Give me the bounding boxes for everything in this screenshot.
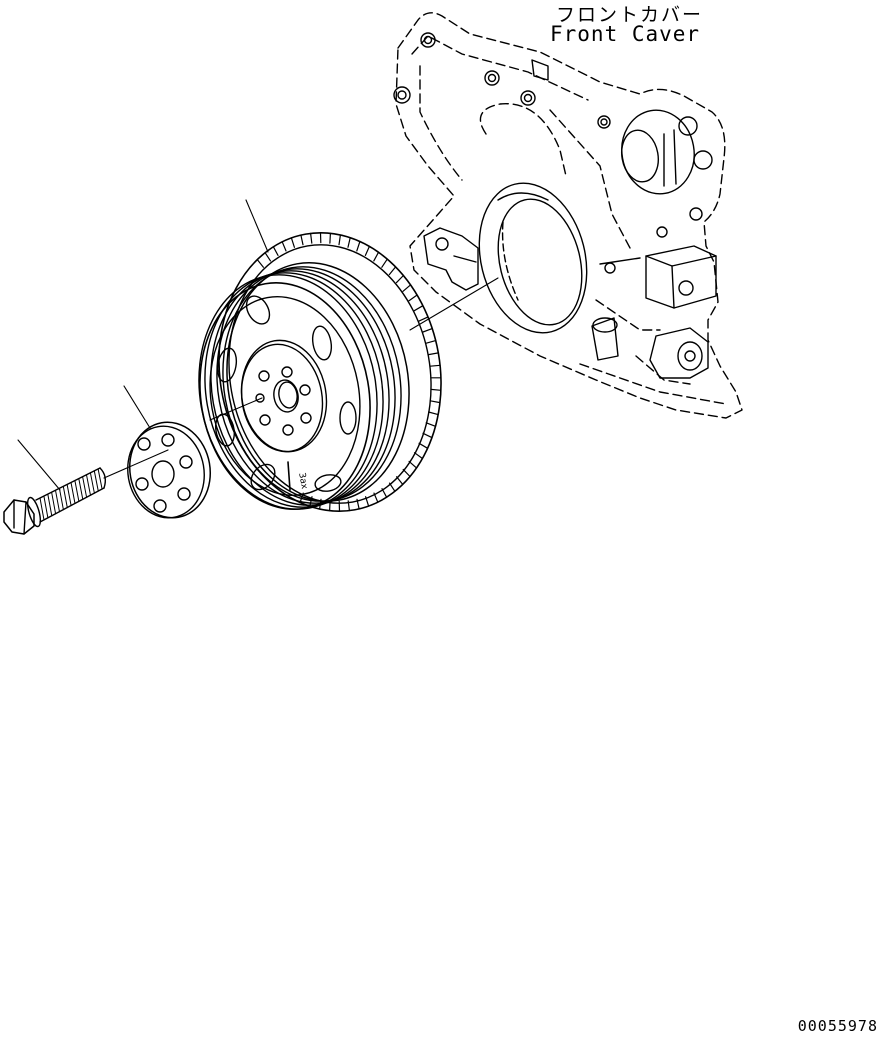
tooth bbox=[291, 238, 294, 247]
tooth bbox=[389, 267, 395, 275]
thread bbox=[71, 483, 75, 504]
thread bbox=[48, 494, 52, 516]
tooth bbox=[423, 433, 432, 437]
tooth bbox=[415, 453, 423, 459]
tooth bbox=[429, 412, 439, 415]
tooth bbox=[374, 252, 379, 261]
thread bbox=[83, 477, 87, 498]
tooth bbox=[429, 353, 439, 355]
thread bbox=[75, 481, 79, 502]
tooth bbox=[430, 365, 440, 366]
thread bbox=[94, 471, 98, 491]
bolt bbox=[4, 468, 105, 534]
crank-pulley: 3ax bbox=[181, 215, 463, 529]
tooth bbox=[273, 247, 278, 256]
tooth bbox=[409, 461, 416, 468]
thread bbox=[56, 490, 60, 512]
tooth bbox=[430, 401, 440, 403]
tooth bbox=[431, 389, 441, 390]
tooth bbox=[423, 329, 432, 332]
tooth bbox=[419, 443, 428, 448]
tooth bbox=[397, 276, 404, 283]
tooth bbox=[397, 477, 403, 485]
tooth bbox=[403, 469, 410, 476]
thread bbox=[90, 473, 94, 493]
thread bbox=[98, 469, 102, 489]
tooth bbox=[357, 242, 360, 251]
thread bbox=[52, 492, 56, 514]
thread bbox=[87, 475, 91, 496]
thread bbox=[44, 496, 48, 518]
thread bbox=[59, 488, 63, 509]
tooth bbox=[426, 341, 436, 344]
tooth bbox=[257, 260, 263, 268]
tooth bbox=[409, 295, 417, 301]
tooth bbox=[382, 489, 387, 498]
thread bbox=[67, 484, 71, 505]
thread bbox=[63, 486, 67, 507]
tooth bbox=[339, 235, 340, 245]
tooth bbox=[365, 246, 369, 255]
tooth bbox=[403, 285, 411, 291]
washer-plate bbox=[121, 416, 218, 524]
tooth bbox=[301, 235, 303, 245]
tooth bbox=[382, 259, 388, 267]
tooth bbox=[348, 238, 350, 248]
tooth bbox=[282, 242, 286, 251]
part-name-en: Front Caver bbox=[550, 22, 700, 46]
tooth bbox=[311, 233, 312, 243]
front-cover bbox=[394, 13, 742, 418]
tooth bbox=[414, 306, 423, 311]
tooth bbox=[426, 423, 435, 427]
tooth bbox=[330, 233, 331, 243]
tooth bbox=[265, 253, 270, 261]
thread bbox=[79, 479, 83, 500]
drawing-number: 00055978 bbox=[798, 1017, 878, 1035]
tooth bbox=[390, 483, 395, 491]
pulley-mark: 3ax bbox=[296, 472, 309, 491]
